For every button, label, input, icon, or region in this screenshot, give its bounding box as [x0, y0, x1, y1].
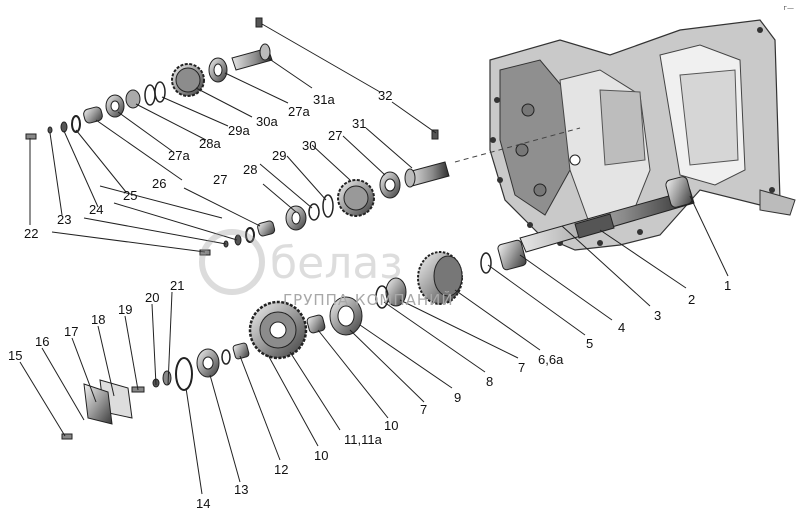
- label-12: 12: [274, 462, 288, 477]
- shaft-part-2: [519, 176, 695, 253]
- label-1: 1: [724, 278, 731, 293]
- label-30a: 30а: [256, 114, 278, 129]
- label-30: 30: [302, 138, 316, 153]
- label-32: 32: [378, 88, 392, 103]
- label-9: 9: [454, 390, 461, 405]
- middle-row-parts: [199, 161, 450, 256]
- label-4: 4: [618, 320, 625, 335]
- gearbox-housing: [489, 19, 796, 251]
- label-10-lower: 10: [314, 448, 328, 463]
- label-29a: 29а: [228, 123, 250, 138]
- label-29: 29: [272, 148, 286, 163]
- watermark-brand: белаз: [270, 238, 403, 289]
- label-31: 31: [352, 116, 366, 131]
- label-27a-mid: 27а: [168, 148, 190, 163]
- lower-row-parts: [61, 239, 527, 440]
- label-5: 5: [586, 336, 593, 351]
- label-28: 28: [243, 162, 257, 177]
- label-18: 18: [91, 312, 105, 327]
- label-26: 26: [152, 176, 166, 191]
- label-23: 23: [57, 212, 71, 227]
- label-15: 15: [8, 348, 22, 363]
- corner-mark: г—: [783, 4, 794, 12]
- label-8: 8: [486, 374, 493, 389]
- watermark-logo: белаз: [199, 229, 403, 295]
- label-17: 17: [64, 324, 78, 339]
- label-27-mid: 27: [328, 128, 342, 143]
- label-19: 19: [118, 302, 132, 317]
- part-labels: 32 31а 27а 30а 29а 28а 27а 31 27 30 29 2…: [8, 88, 731, 511]
- label-25: 25: [123, 188, 137, 203]
- watermark-subtitle: ГРУППА КОМПАНИЙ: [283, 290, 454, 309]
- label-28a: 28а: [199, 136, 221, 151]
- leader-lines: [19, 23, 729, 495]
- label-20: 20: [145, 290, 159, 305]
- label-31a: 31а: [313, 92, 335, 107]
- label-24: 24: [89, 202, 103, 217]
- label-7-top: 7: [518, 360, 525, 375]
- label-7-mid: 7: [420, 402, 427, 417]
- label-21: 21: [170, 278, 184, 293]
- top-row-parts: [25, 17, 439, 140]
- label-13: 13: [234, 482, 248, 497]
- label-11-11a: 11,11а: [344, 432, 383, 447]
- label-2: 2: [688, 292, 695, 307]
- label-3: 3: [654, 308, 661, 323]
- label-16: 16: [35, 334, 49, 349]
- label-22: 22: [24, 226, 38, 241]
- label-27a-top: 27а: [288, 104, 310, 119]
- label-6-6a: 6,6а: [538, 352, 564, 367]
- label-27: 27: [213, 172, 227, 187]
- assembly-axes: [454, 127, 581, 163]
- label-14: 14: [196, 496, 210, 511]
- label-10-upper: 10: [384, 418, 398, 433]
